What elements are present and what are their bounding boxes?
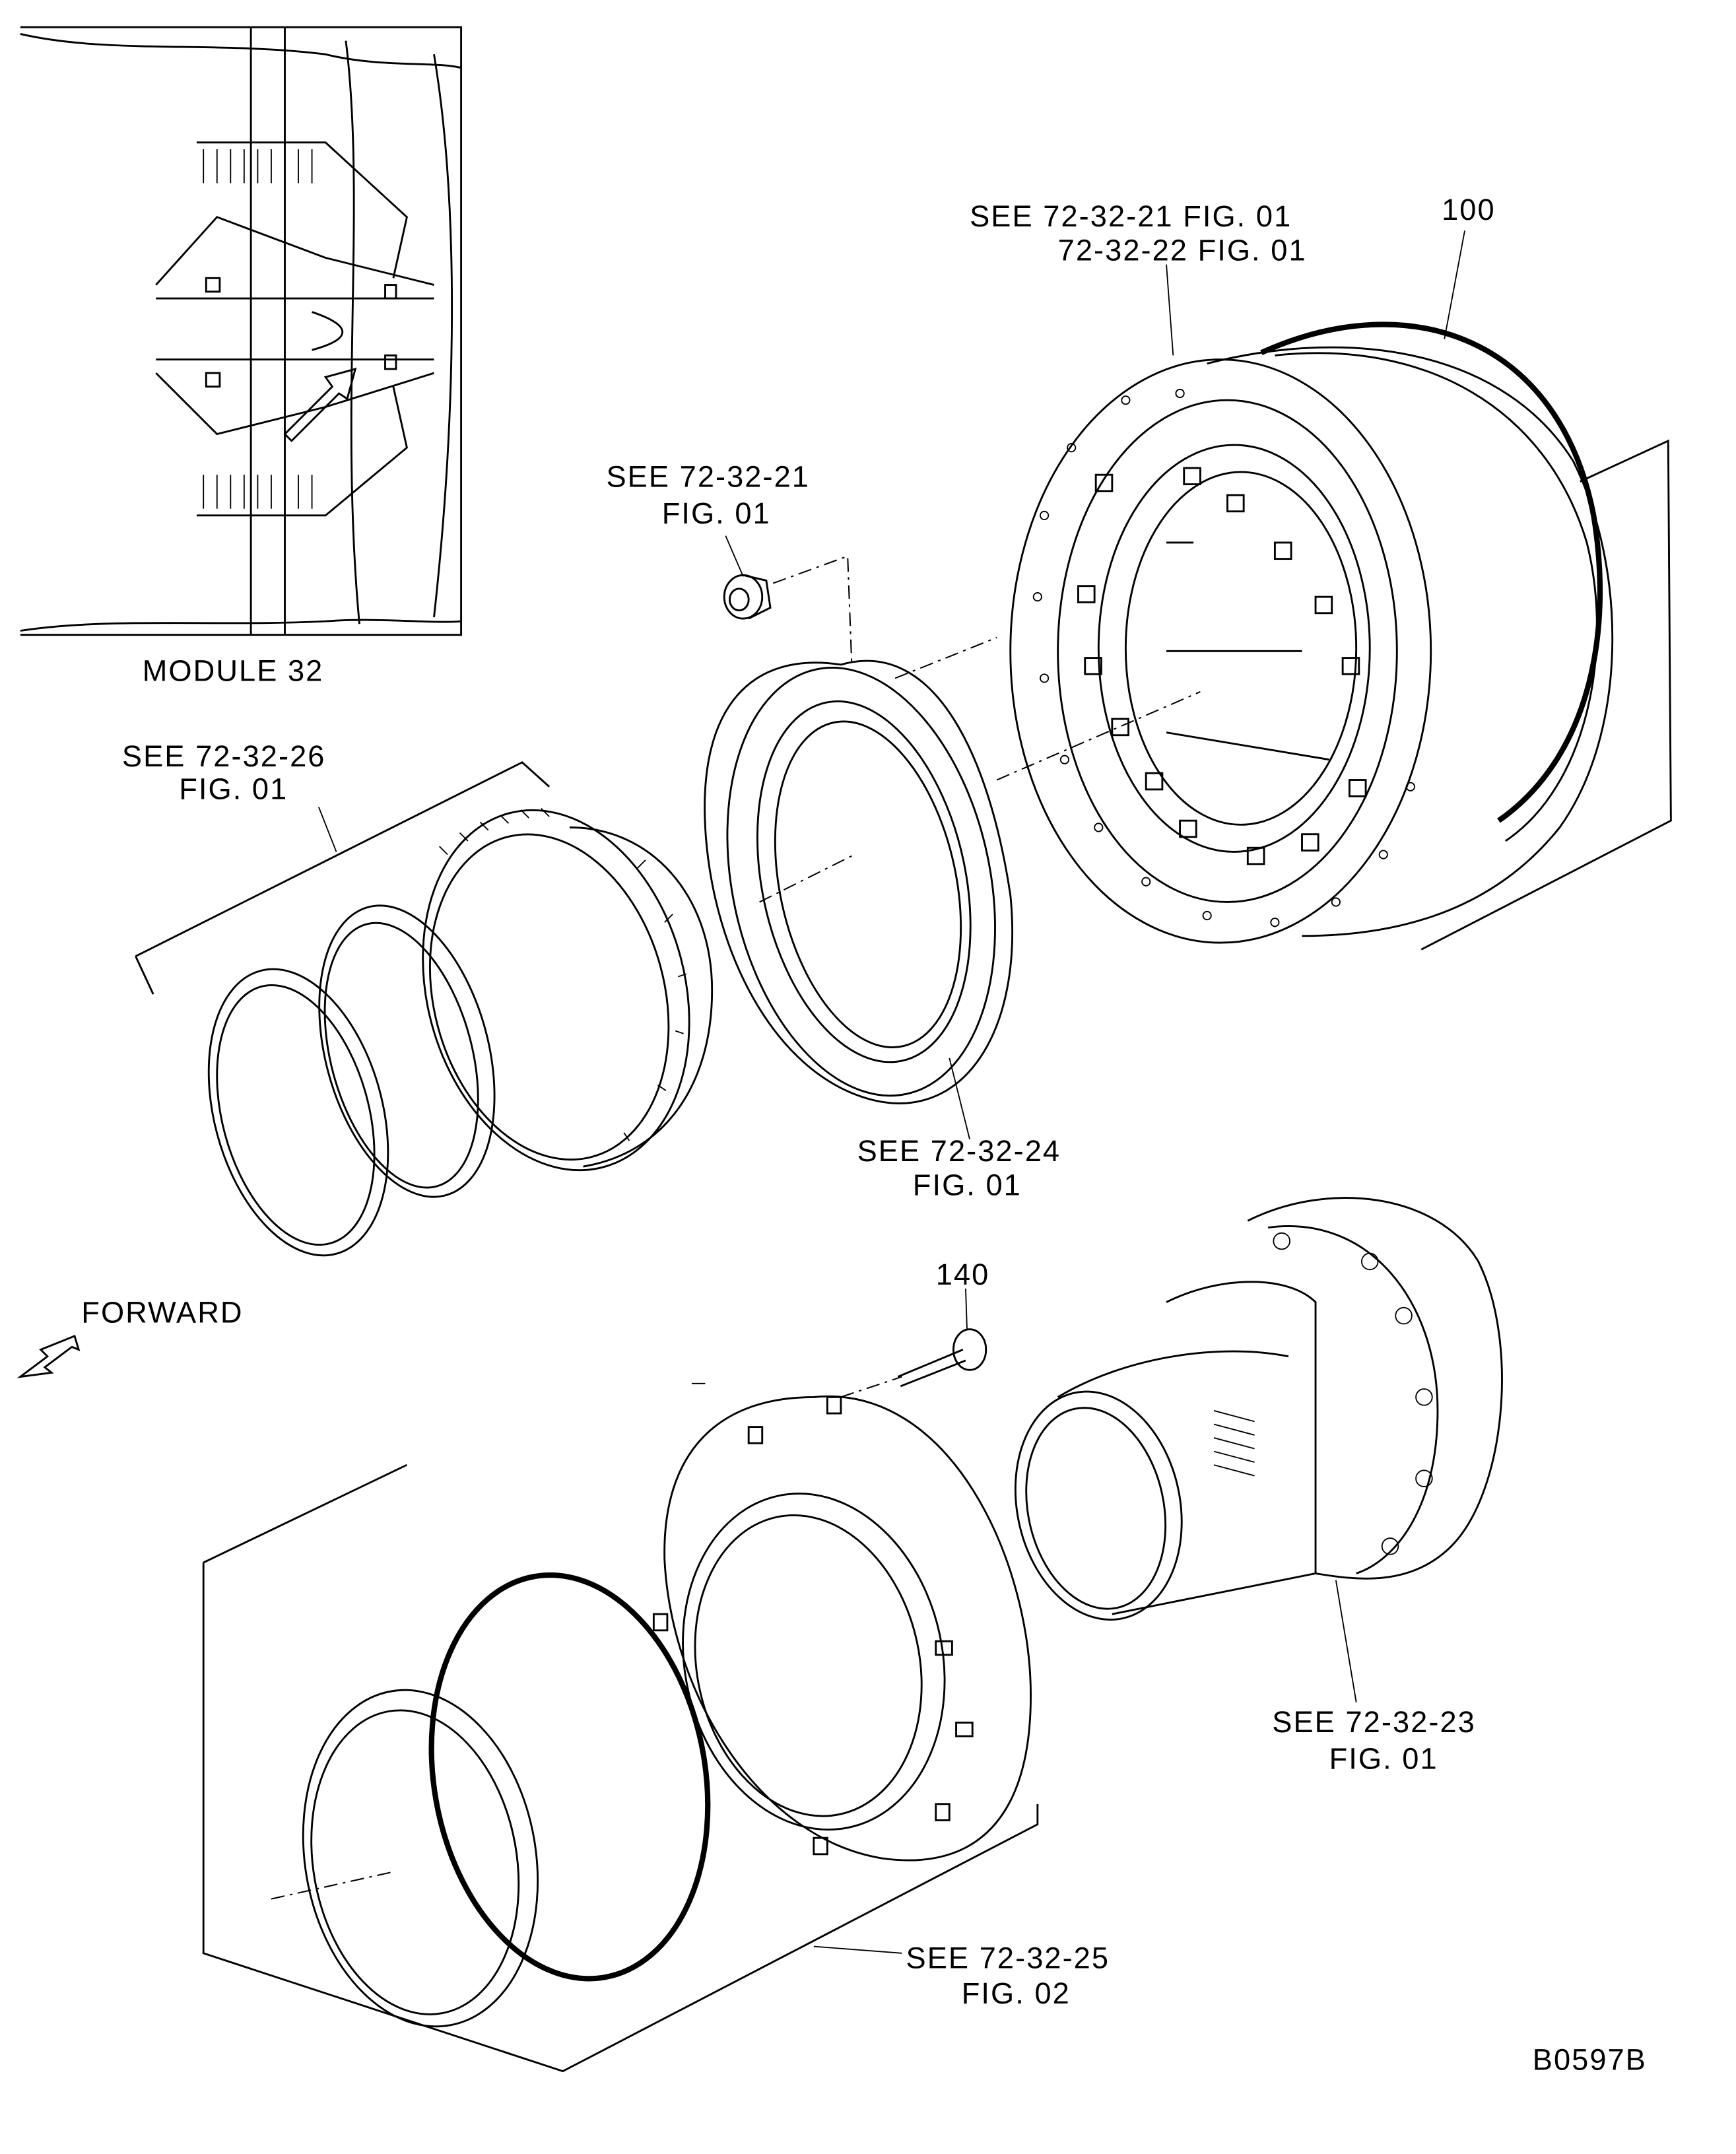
nut-ref-line2: FIG. 01 (662, 496, 771, 530)
figure-code: B0597B (1533, 2043, 1647, 2077)
flange-plate (704, 659, 1014, 1104)
sleeve-ref-line2: FIG. 01 (1329, 1741, 1438, 1775)
gear-ref-line1: SEE 72-32-26 (122, 739, 326, 773)
sleeve-ref-line1: SEE 72-32-23 (1272, 1705, 1476, 1739)
item-140-label: 140 (936, 1258, 990, 1291)
forward-label: FORWARD (81, 1295, 243, 1329)
bolt (897, 1328, 987, 1388)
rear-case (1009, 321, 1672, 951)
sleeve (1014, 1197, 1503, 1621)
case-ref-line1: SEE 72-32-21 FIG. 01 (970, 199, 1292, 233)
forward-arrow-icon (17, 1335, 81, 1378)
case-ref-line2: 72-32-22 FIG. 01 (1058, 234, 1307, 267)
nut (723, 574, 772, 620)
inset-label: MODULE 32 (143, 654, 324, 688)
nut-ref-line1: SEE 72-32-21 (606, 460, 810, 494)
retainer-ring (202, 1464, 1039, 2073)
flange-ref-line1: SEE 72-32-24 (857, 1134, 1061, 1168)
bearing-housing (652, 1395, 1032, 1862)
leader-lines (271, 230, 1465, 1954)
housing-ref-line2: FIG. 02 (962, 1976, 1071, 2010)
item-100-label: 100 (1442, 193, 1496, 226)
gear-ref-line2: FIG. 01 (179, 772, 288, 805)
flange-ref-line2: FIG. 01 (913, 1168, 1022, 1201)
module-32-inset (20, 26, 463, 636)
gear-assembly (135, 761, 714, 1257)
seal-ring (428, 1572, 711, 1982)
housing-ref-line1: SEE 72-32-25 (906, 1941, 1110, 1974)
